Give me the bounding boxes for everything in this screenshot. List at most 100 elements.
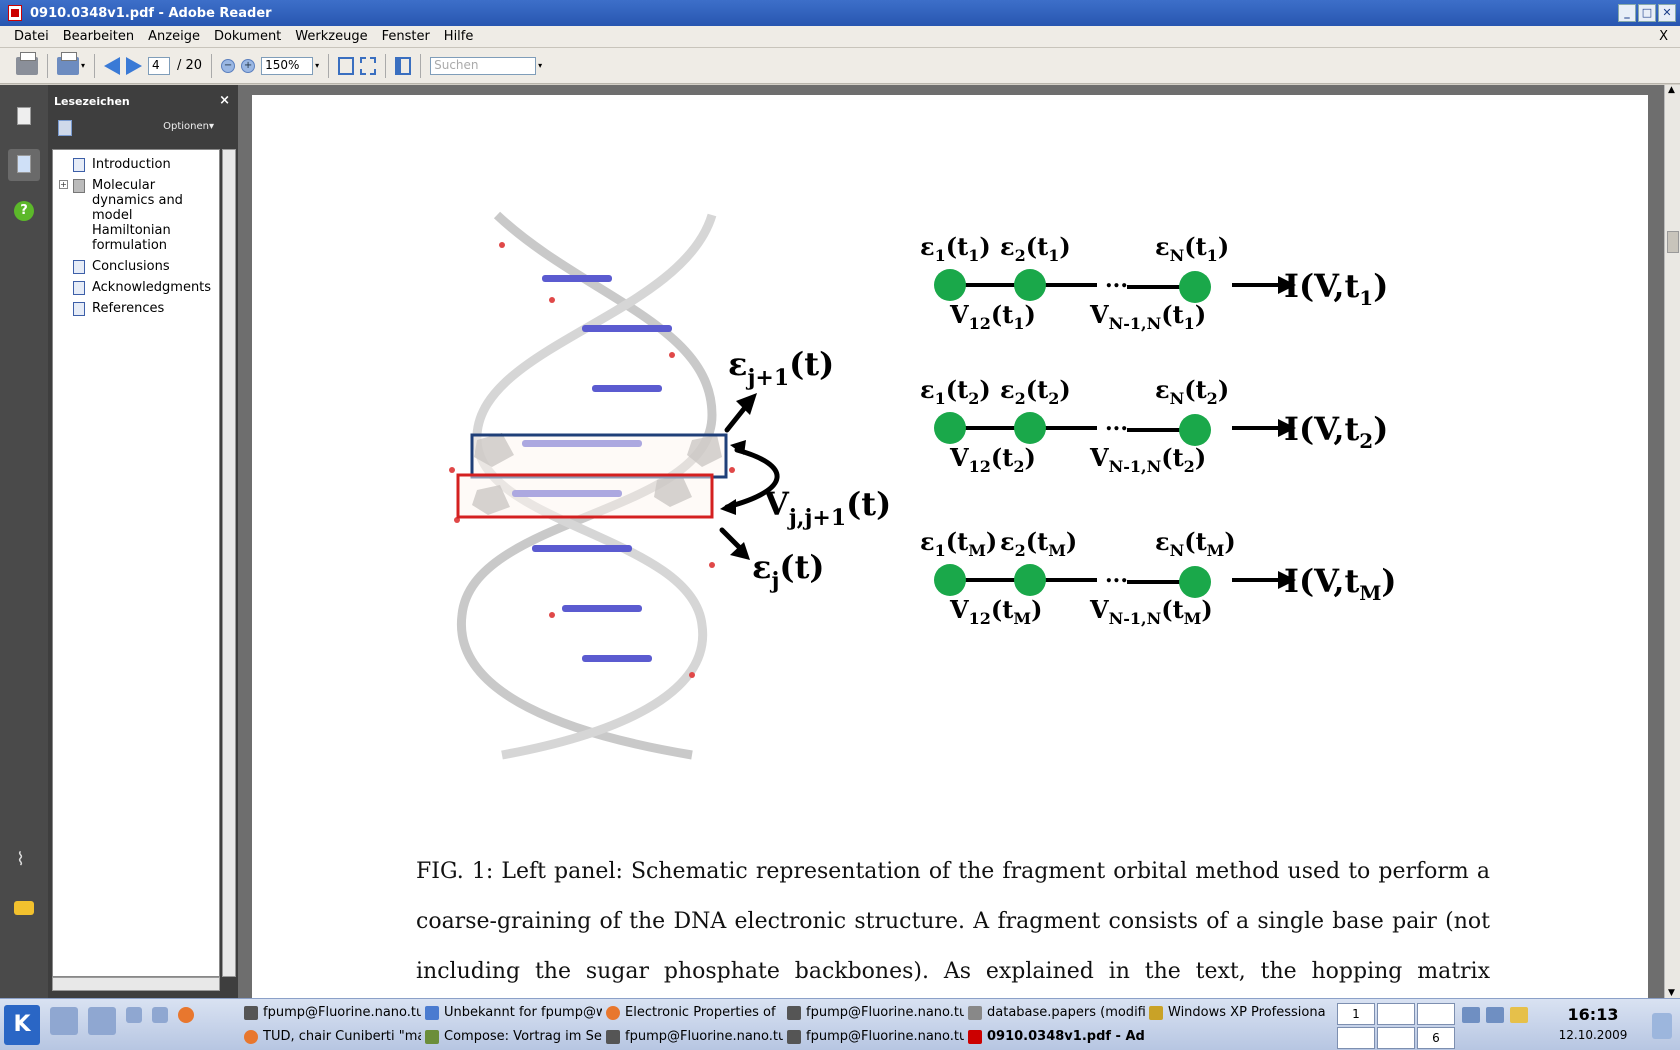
current-label: I(V,t1) — [1284, 267, 1388, 310]
network-tray-icon[interactable] — [1486, 1007, 1504, 1023]
task-item[interactable]: database.papers (modifi — [964, 1001, 1145, 1024]
task-item[interactable]: fpump@Fluorine.nano.tu — [783, 1001, 964, 1024]
bookmark-conclusions[interactable]: Conclusions — [53, 256, 219, 277]
bookmark-molecular-dynamics[interactable]: +Molecular dynamics and model Hamiltonia… — [59, 178, 183, 253]
compose-icon — [425, 1029, 439, 1044]
task-item[interactable]: fpump@Fluorine.nano.tu — [240, 1001, 421, 1024]
email-button[interactable]: ▾ — [57, 51, 85, 79]
trash-icon[interactable] — [1652, 1013, 1672, 1039]
bookmark-icon — [73, 281, 85, 295]
pages-button[interactable] — [8, 101, 40, 133]
output-arrowhead — [1278, 276, 1296, 294]
task-item-active[interactable]: 0910.0348v1.pdf - Adol — [964, 1025, 1145, 1048]
bookmark-acknowledgments[interactable]: Acknowledgments — [53, 277, 219, 298]
desktop-5[interactable] — [1377, 1027, 1415, 1049]
menu-werkzeuge[interactable]: Werkzeuge — [295, 29, 368, 44]
maximize-button[interactable]: □ — [1638, 4, 1656, 22]
tool-icon[interactable] — [1462, 1007, 1480, 1023]
task-item[interactable]: Electronic Properties of — [602, 1001, 783, 1024]
home-icon[interactable] — [88, 1007, 116, 1035]
fit-width-icon — [338, 56, 355, 75]
label-e-j1-arg: (t) — [789, 345, 834, 383]
next-page-button[interactable] — [126, 53, 143, 79]
desktop-1[interactable]: 1 — [1337, 1003, 1375, 1025]
bookmark-horizontal-scrollbar[interactable] — [52, 977, 220, 991]
clock[interactable]: 16:13 12.10.2009 — [1558, 1005, 1628, 1042]
document-scrollbar[interactable]: ▲ ▼ — [1664, 85, 1680, 998]
minimize-button[interactable]: _ — [1618, 4, 1636, 22]
menu-hilfe[interactable]: Hilfe — [443, 29, 474, 44]
scroll-up-icon[interactable]: ▲ — [1668, 85, 1675, 95]
new-bookmark-icon[interactable] — [58, 120, 72, 136]
menu-fenster[interactable]: Fenster — [381, 29, 430, 44]
bookmark-references[interactable]: References — [53, 298, 219, 319]
bookmarks-button[interactable] — [8, 149, 40, 181]
options-button[interactable]: Optionen▾ — [163, 121, 214, 132]
close-panel-button[interactable]: × — [219, 93, 230, 108]
site-node — [1014, 564, 1046, 596]
firefox-icon[interactable] — [178, 1007, 194, 1023]
scroll-down-icon[interactable]: ▼ — [1668, 988, 1675, 998]
menu-bearbeiten[interactable]: Bearbeiten — [62, 29, 135, 44]
label-epsilon-2: ε2(t1) — [1000, 232, 1071, 265]
coupling-arrow — [724, 447, 780, 510]
bookmark-icon — [73, 302, 85, 316]
toolbar: ▾ 4 / 20 − + 150%▾ Suchen▾ — [0, 48, 1680, 84]
arrow-left-icon — [104, 56, 121, 75]
fit-page-button[interactable] — [360, 53, 377, 79]
desktop-4[interactable] — [1337, 1027, 1375, 1049]
pdf-page: εj+1(t) Vj,j+1(t) εj(t) ε1(t1)ε2(t1)εN(t… — [252, 95, 1648, 998]
output-arrowhead — [1278, 571, 1296, 589]
page-number-input[interactable]: 4 — [148, 56, 171, 75]
database-icon — [968, 1005, 982, 1020]
search-input[interactable]: Suchen — [430, 56, 537, 75]
close-document-button[interactable]: X — [1659, 29, 1668, 44]
minus-icon: − — [221, 58, 236, 73]
help-icon: ? — [14, 201, 34, 221]
bookmark-icon — [73, 260, 85, 274]
desktop-6[interactable]: 6 — [1417, 1027, 1455, 1049]
scroll-thumb[interactable] — [1667, 231, 1679, 253]
label-vn: VN-1,N(tM) — [1089, 595, 1213, 628]
bookmark-scrollbar[interactable] — [222, 149, 236, 977]
bookmark-list: Introduction +Molecular dynamics and mod… — [52, 149, 220, 977]
expand-icon[interactable]: + — [59, 180, 68, 189]
desktop-icon[interactable] — [50, 1007, 78, 1035]
fragment-box-blue — [470, 433, 728, 479]
comments-button[interactable] — [8, 893, 40, 925]
bookmark-introduction[interactable]: Introduction — [53, 154, 219, 175]
k-menu-button[interactable]: K — [4, 1005, 40, 1045]
print-button[interactable] — [16, 51, 38, 79]
task-item[interactable]: Windows XP Professional — [1145, 1001, 1326, 1024]
help-button[interactable]: ? — [8, 195, 40, 227]
zoom-out-button[interactable]: − — [221, 53, 236, 79]
zoom-input[interactable]: 150% — [261, 56, 314, 75]
task-item[interactable]: Unbekannt for fpump@w — [421, 1001, 602, 1024]
search-dropdown-icon[interactable]: ▾ — [538, 61, 543, 70]
title-bar: 0910.0348v1.pdf - Adobe Reader _ □ ✕ — [0, 0, 1680, 26]
reading-mode-button[interactable] — [395, 53, 412, 79]
network-icon[interactable] — [126, 1007, 142, 1023]
task-item[interactable]: fpump@Fluorine.nano.tu — [783, 1025, 964, 1048]
zoom-dropdown-icon[interactable]: ▾ — [315, 61, 320, 70]
menu-anzeige[interactable]: Anzeige — [148, 29, 200, 44]
menu-dokument[interactable]: Dokument — [213, 29, 282, 44]
terminal-icon[interactable] — [152, 1007, 168, 1023]
firefox-icon — [244, 1029, 258, 1044]
menu-datei[interactable]: Datei — [14, 29, 49, 44]
task-item[interactable]: Compose: Vortrag im Ser — [421, 1025, 602, 1048]
zoom-in-button[interactable]: + — [241, 53, 256, 79]
task-item[interactable]: fpump@Fluorine.nano.tu — [602, 1025, 783, 1048]
terminal-icon — [787, 1005, 801, 1020]
printer-icon — [16, 51, 38, 75]
previous-page-button[interactable] — [104, 53, 121, 79]
fit-width-button[interactable] — [338, 53, 355, 79]
bookmarks-icon — [17, 155, 31, 173]
site-node — [1179, 414, 1211, 446]
close-window-button[interactable]: ✕ — [1658, 4, 1676, 22]
attachments-button[interactable]: ⌇ — [8, 843, 40, 875]
desktop-2[interactable] — [1377, 1003, 1415, 1025]
clipboard-icon[interactable] — [1510, 1007, 1528, 1023]
desktop-3[interactable] — [1417, 1003, 1455, 1025]
task-item[interactable]: TUD, chair Cuniberti "ma — [240, 1025, 421, 1048]
